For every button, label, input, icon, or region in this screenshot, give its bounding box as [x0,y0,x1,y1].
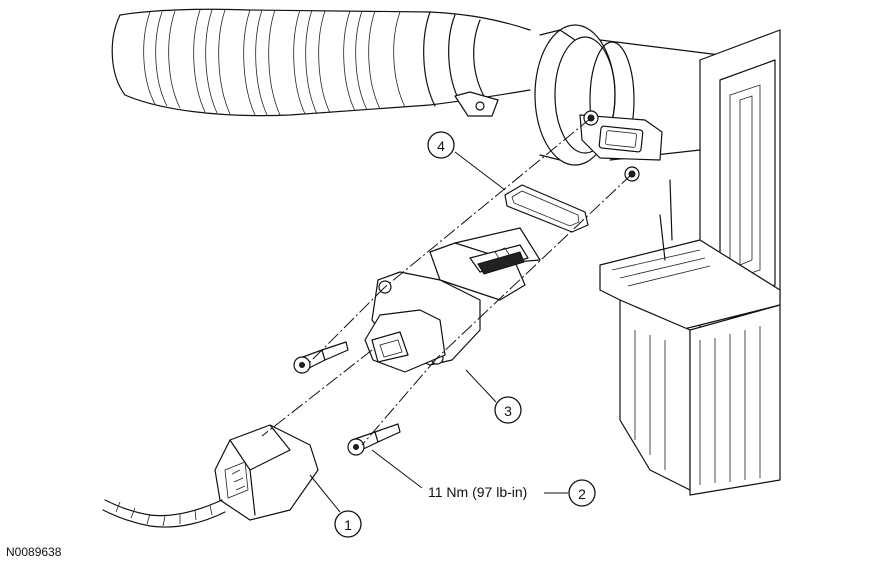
mounting-bosses [579,110,663,182]
air-cleaner-housing [599,29,781,496]
gasket [504,184,589,233]
callout-2: 11 Nm (97 lb-in) 2 [371,449,596,507]
bolt-upper [293,341,349,374]
callout-2-label: 2 [578,486,586,502]
wiring-harness [102,499,226,528]
figure-id: N0089638 [6,545,62,559]
assembly-lines [261,117,633,446]
callout-1: 1 [309,474,362,538]
callout-4-label: 4 [437,138,445,154]
maf-sensor [364,227,541,373]
callout-3: 3 [465,369,522,424]
electrical-connector [214,424,319,521]
callout-1-label: 1 [344,517,352,533]
intake-hose [111,8,531,117]
callout-4: 4 [427,131,506,191]
torque-spec: 11 Nm (97 lb-in) [428,484,527,500]
bolt-lower [347,423,401,456]
callout-3-label: 3 [504,403,512,419]
